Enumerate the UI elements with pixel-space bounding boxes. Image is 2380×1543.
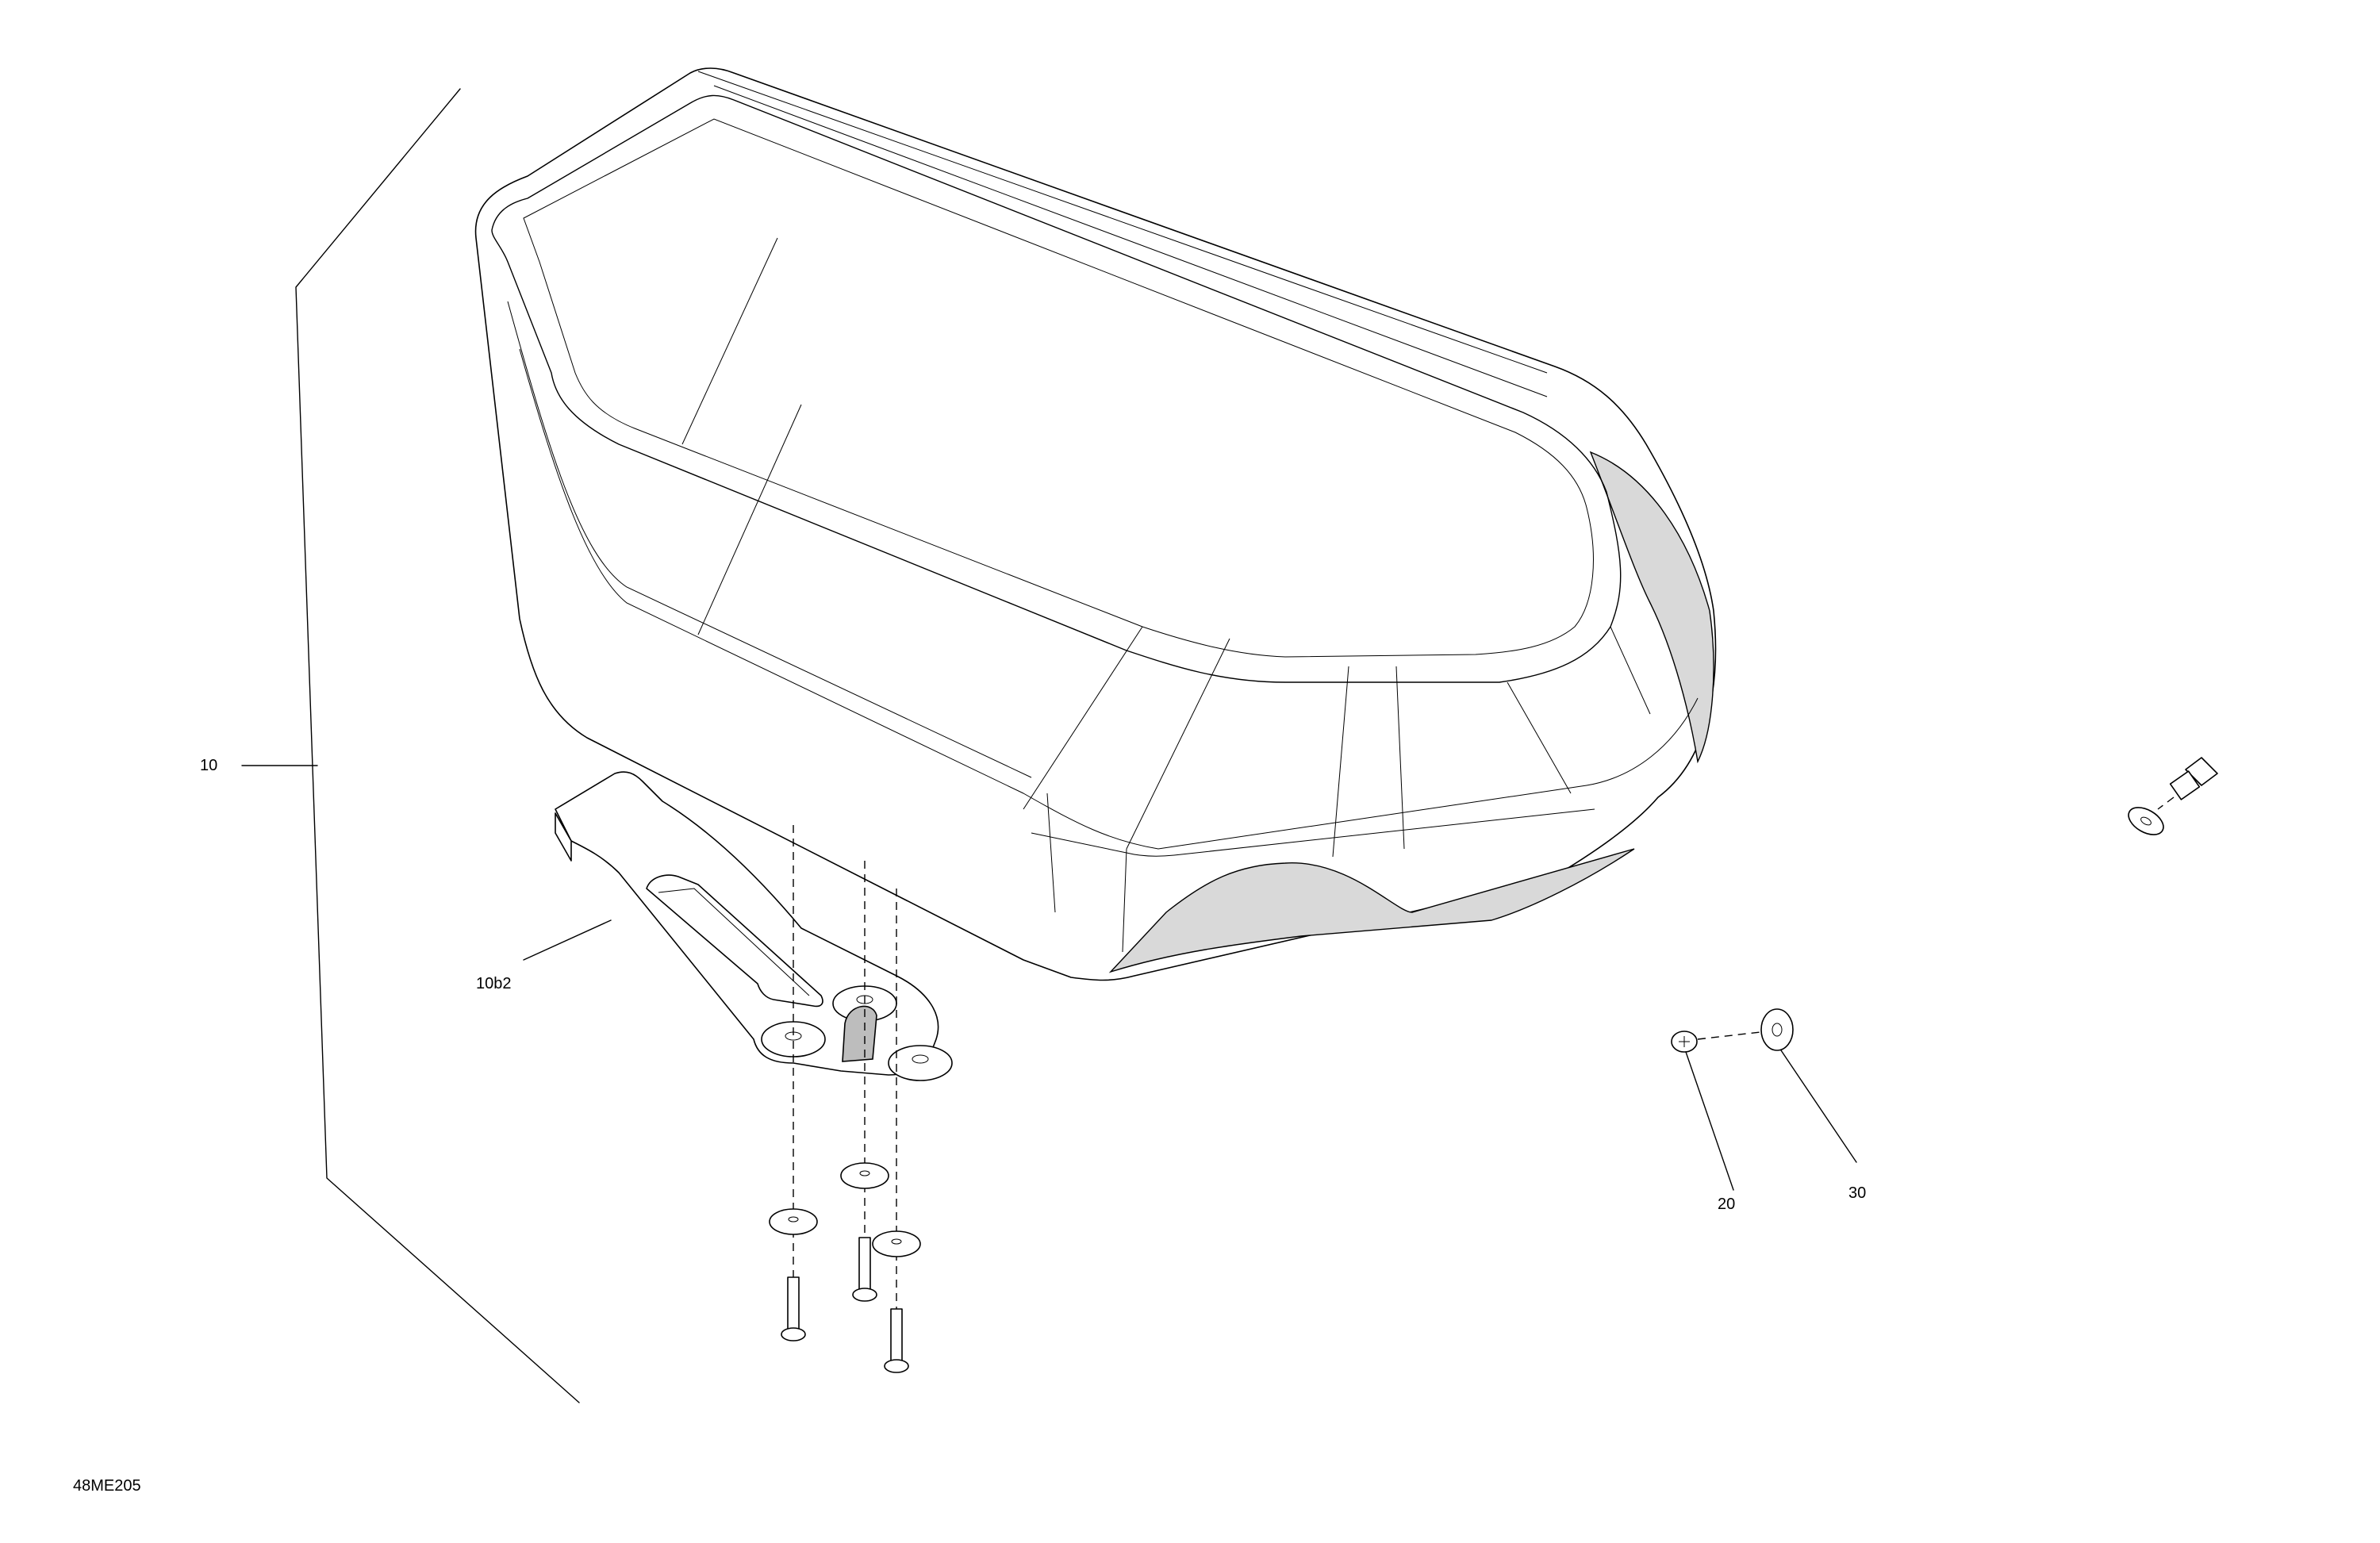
screw (781, 1276, 806, 1341)
washer (769, 1208, 818, 1235)
screw (884, 1308, 909, 1373)
callout-10: 10 (200, 757, 218, 774)
seat-cushion (474, 67, 1717, 981)
assembly-guide-lines (1697, 1031, 1768, 1040)
leader-line-10b2 (523, 919, 612, 961)
washer-30 (1760, 1008, 1794, 1051)
callout-20: 20 (1718, 1196, 1736, 1213)
assembly-bracket-10 (295, 88, 580, 1403)
leader-line-20 (1685, 1051, 1734, 1191)
screw-20 (1671, 1031, 1698, 1053)
callout-30: 30 (1848, 1184, 1867, 1202)
washer (840, 1162, 889, 1189)
spacer-fastener (2169, 757, 2218, 800)
washer (872, 1230, 921, 1257)
assembly-guide-lines (793, 825, 897, 1325)
callout-10b2: 10b2 (476, 975, 512, 992)
bracket-10b2 (555, 771, 953, 1081)
drawing-code: 48ME205 (73, 1477, 141, 1495)
screw (852, 1237, 877, 1302)
assembly-guide-lines (2157, 796, 2175, 810)
leader-line-30 (1780, 1050, 1857, 1163)
washer (2128, 807, 2164, 835)
